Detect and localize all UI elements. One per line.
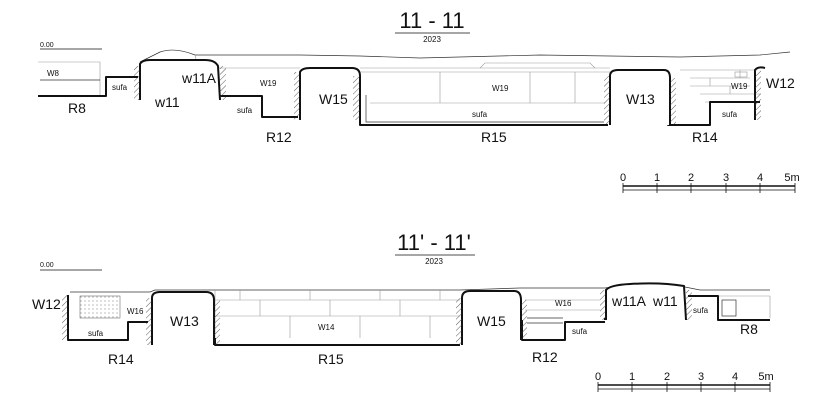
w11-hatch [686,290,692,320]
w11-hatch [134,66,140,100]
section-11p-11p: 11' - 11' 2023 0.00 W12 [32,230,774,392]
label-r14: R14 [108,351,134,367]
w19-cap [479,62,596,69]
label-w13: W13 [170,313,199,329]
wall-w15 [299,67,361,120]
scale-tick: 1 [629,371,635,383]
r8-floor [38,76,138,97]
w12-joints [709,70,741,94]
scale-tick: 2 [664,371,670,383]
w11a-hatch [600,290,606,320]
label-w19: W19 [492,84,509,93]
label-w19: W19 [260,79,277,88]
w13-hatch-r [214,300,220,345]
scale-tick: 4 [732,371,738,383]
r14-floor [667,95,760,126]
r8-feature [721,299,737,317]
label-sufa: sufa [237,106,253,115]
upper-profile [70,285,770,293]
w11a-hatch [220,66,226,100]
label-w13: W13 [626,91,655,107]
w15-hatch-r [521,300,527,340]
section-year: 2023 [425,257,443,266]
w16-courses [525,299,600,311]
label-w16: W16 [555,299,572,308]
label-w11a: w11A [181,70,217,86]
label-sufa: sufa [472,110,488,119]
label-w12: W12 [766,75,795,91]
label-r15: R15 [481,129,507,145]
w19-courses [360,67,610,73]
wall-w11 [605,282,687,321]
label-r12: R12 [266,129,292,145]
w12-hatch [62,295,68,340]
wall-w12 [754,66,766,120]
scale-tick: 1 [654,172,660,184]
label-w12: W12 [32,296,61,312]
w19-joints [439,72,576,103]
wall-w15 [461,290,522,345]
section-title: 11 - 11 [399,8,464,33]
label-sufa: sufa [572,327,588,336]
scale-tick: 5m [784,172,799,184]
label-w11a: w11A [611,293,647,309]
w14-joints [239,290,441,338]
fill-dotted [79,295,121,319]
label-r15: R15 [318,351,344,367]
r12-floor [220,95,298,118]
w15-hatch-l [456,298,462,345]
label-sufa: sufa [112,83,128,92]
scale-tick: 5m [758,371,773,383]
scale-tick: 2 [688,172,694,184]
label-r14: R14 [692,129,718,145]
w12-hatch [755,70,761,120]
section-11-11: 11 - 11 2023 0.00 [38,8,800,193]
datum-label: 0.00 [40,262,54,269]
label-w14: W14 [318,323,335,332]
label-w11: w11 [652,293,678,309]
scale-tick: 3 [723,172,729,184]
scale-tick: 4 [757,172,763,184]
label-w11: w11 [154,94,180,110]
label-w15: W15 [319,91,348,107]
datum-label: 0.00 [40,42,54,49]
w13-hatch-r [670,78,676,124]
scale-bar: 0 1 2 3 4 5m [620,172,800,193]
r12-step [527,317,563,324]
w13-hatch-l [146,298,152,345]
label-r8: R8 [740,321,758,337]
w8-outline [38,61,101,95]
scale-tick: 0 [620,172,626,184]
r15-inner-line [365,95,604,123]
w12-stone [734,71,748,78]
scale-tick: 3 [698,371,704,383]
upper-profile [139,49,791,63]
wall-w13 [151,291,215,345]
w15-hatch-r [353,76,360,120]
label-sufa: sufa [88,329,104,338]
r8-floor [688,295,770,321]
wall-w13 [609,69,671,125]
label-w15: W15 [477,313,506,329]
section-title: 11' - 11' [397,230,471,255]
label-sufa: sufa [722,110,738,119]
label-w8: W8 [47,69,60,78]
label-r8: R8 [68,100,86,116]
r14-floor [67,315,148,341]
label-r12: R12 [532,349,558,365]
w15-hatch-l [294,72,300,120]
label-sufa: sufa [693,306,709,315]
section-year: 2023 [423,35,441,44]
w13-hatch-l [604,76,610,124]
w12-courses [680,69,760,103]
wall-w11 [139,59,221,101]
label-w19: W19 [731,82,748,91]
scale-bar: 0 1 2 3 4 5m [595,371,774,392]
w14-courses [214,290,460,338]
scale-tick: 0 [595,371,601,383]
label-w16: W16 [127,307,144,316]
r15-floor [214,338,460,346]
